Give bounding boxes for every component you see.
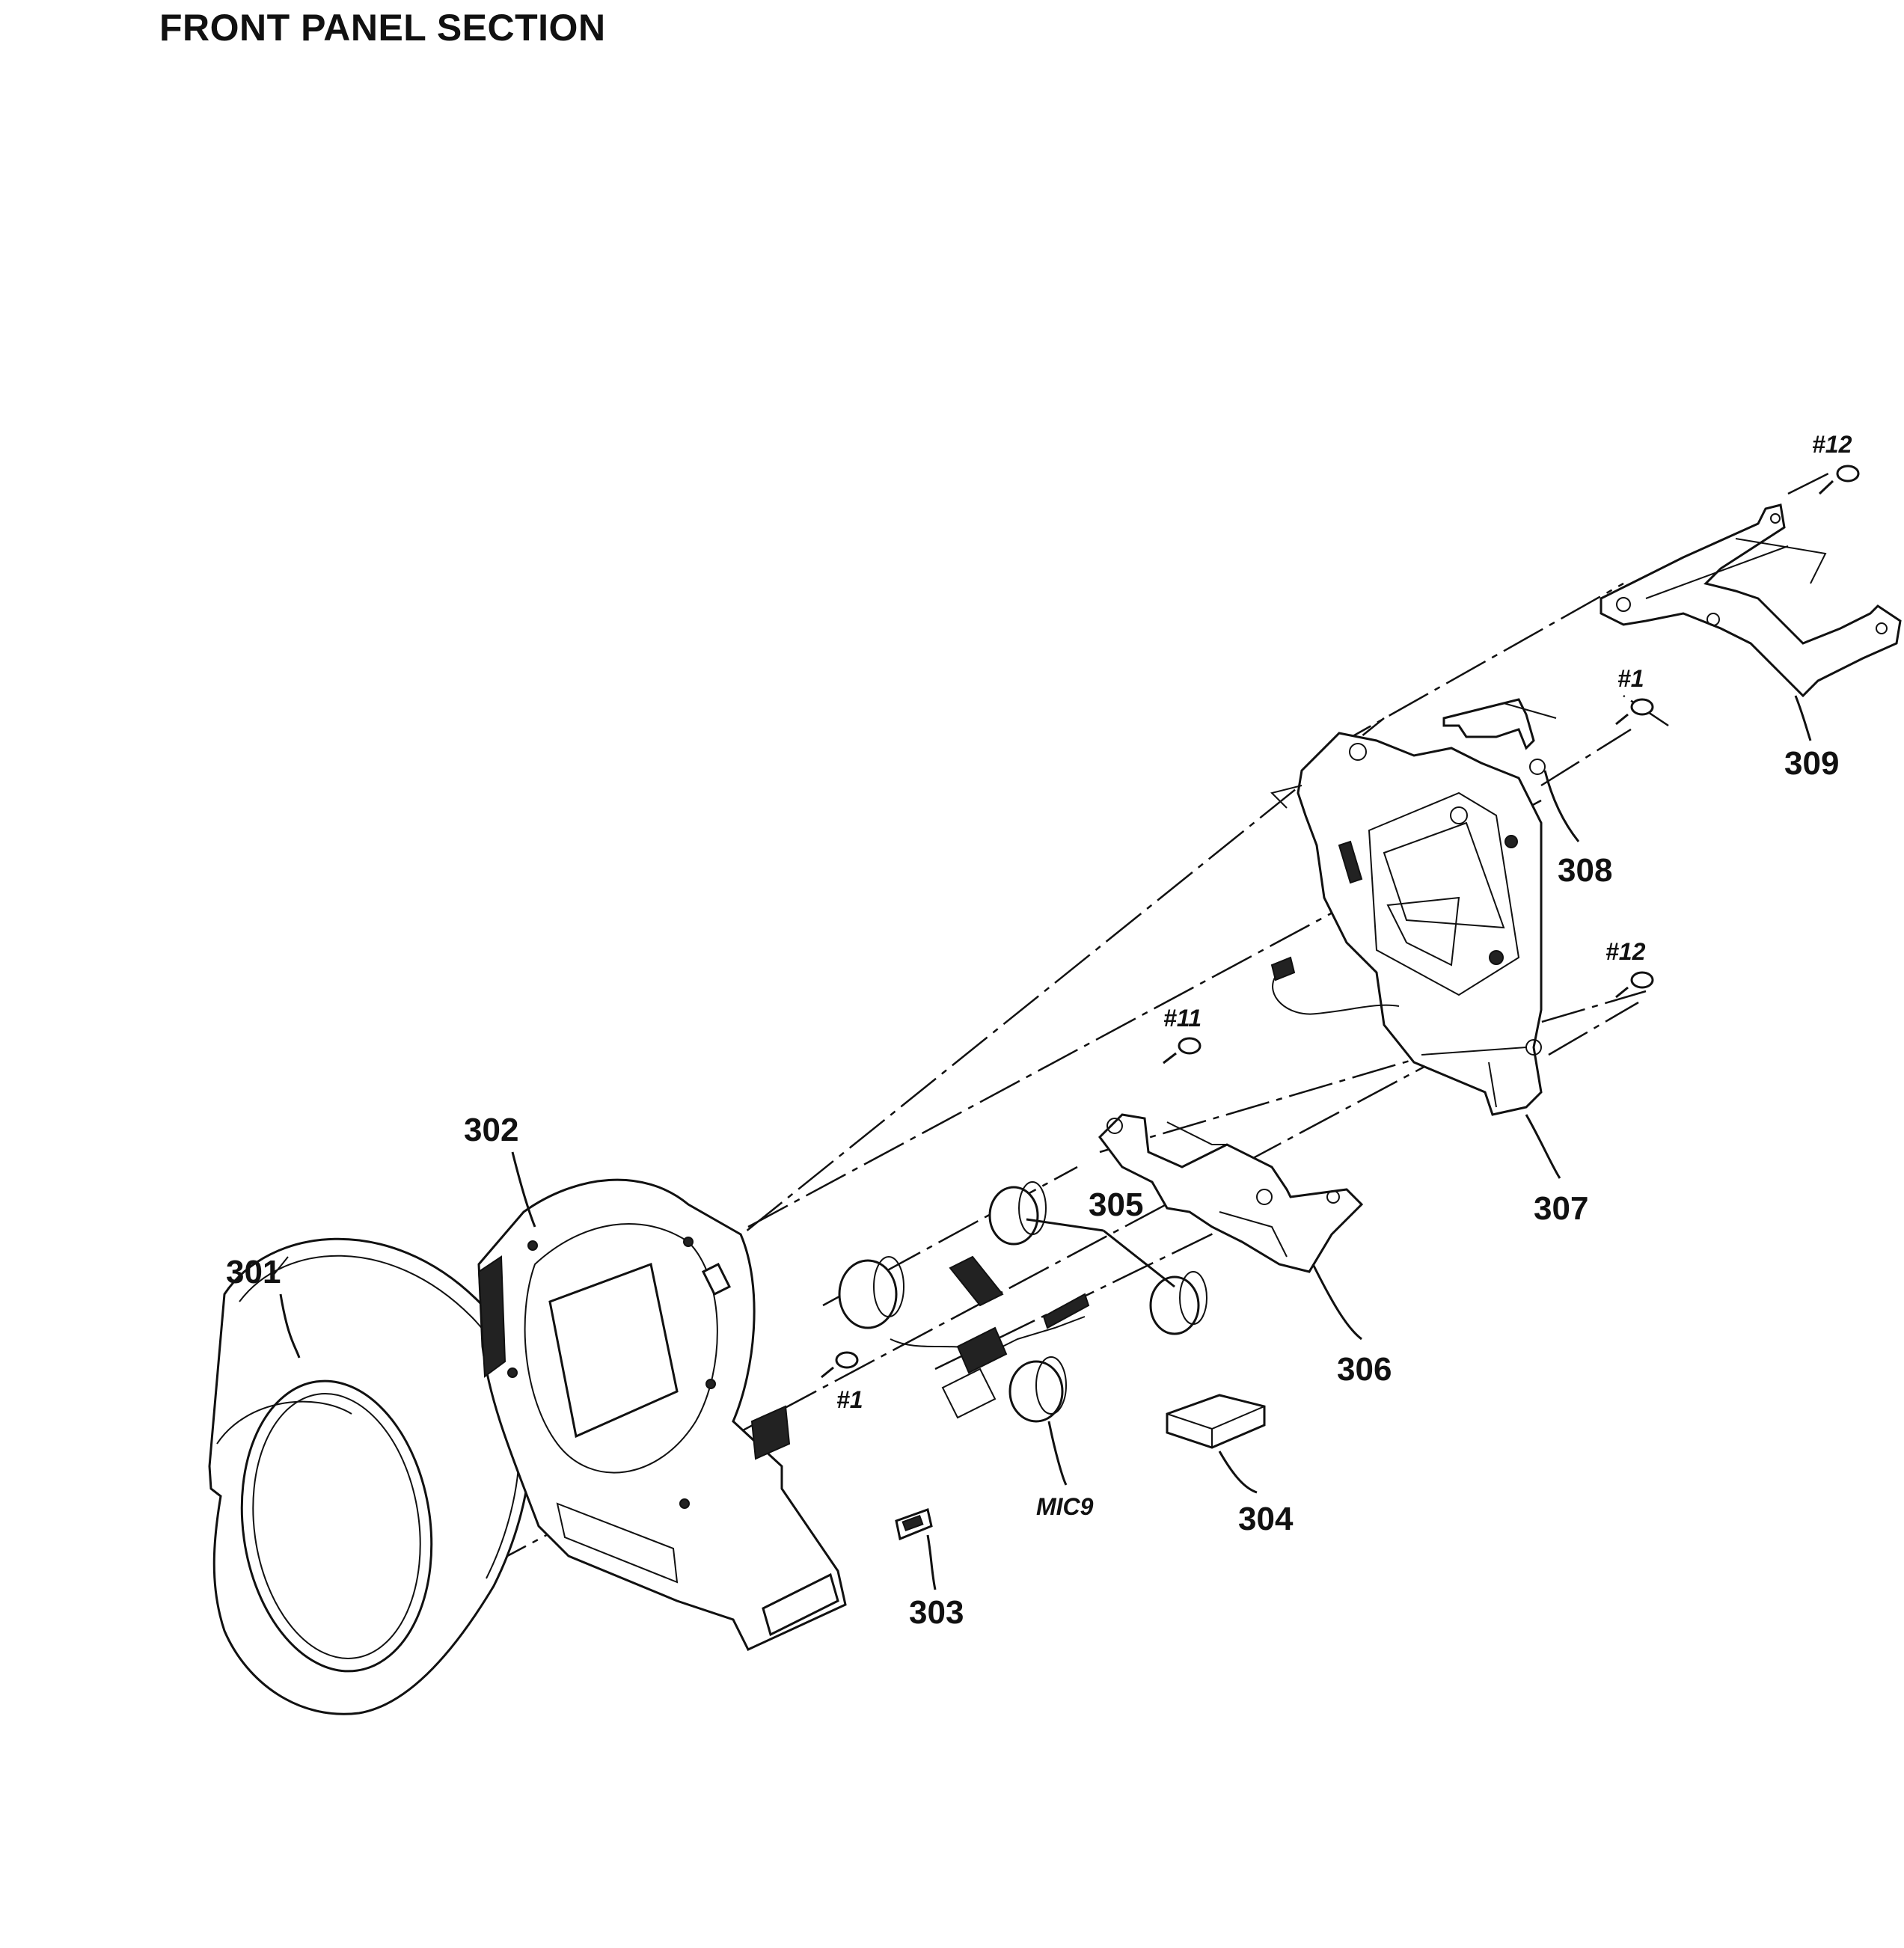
page-title: FRONT PANEL SECTION	[159, 7, 606, 49]
screw-label-12-top: #12	[1812, 431, 1852, 458]
callout-mic9: MIC9	[1036, 1493, 1094, 1520]
callout-302: 302	[464, 1112, 518, 1148]
part-309-top-bracket	[1600, 503, 1902, 698]
callout-307: 307	[1534, 1190, 1588, 1227]
part-306-bracket	[1098, 1113, 1364, 1273]
screw-label-11: #11	[1163, 1005, 1202, 1032]
callout-309: 309	[1784, 745, 1839, 782]
callout-labels: 301 302 303 304 305 306 307 308 309 MIC9…	[226, 431, 1852, 1631]
part-303-small-switch	[895, 1508, 933, 1541]
part-302-front-frame	[477, 1178, 847, 1651]
part-305-motors	[838, 1181, 1207, 1335]
screw-label-12-mid: #12	[1605, 938, 1646, 965]
callout-304: 304	[1238, 1501, 1294, 1537]
part-304-pad	[1166, 1394, 1266, 1449]
part-mic9-microphone	[890, 1255, 1090, 1423]
screw-12-top	[1818, 465, 1860, 495]
callout-303: 303	[909, 1594, 964, 1631]
screw-1-upper	[1615, 698, 1654, 726]
screw-label-1-upper: #1	[1617, 665, 1644, 692]
callout-301: 301	[226, 1254, 281, 1290]
leader-lines	[279, 695, 1812, 1590]
callout-305: 305	[1089, 1186, 1143, 1223]
callout-308: 308	[1558, 852, 1612, 889]
part-308-small-plate	[1442, 698, 1557, 775]
part-307-lens-block	[1270, 732, 1543, 1116]
screw-12-mid	[1615, 971, 1654, 999]
part-301-lens-cover	[208, 1237, 533, 1715]
screw-1-lower	[821, 1351, 859, 1379]
callout-306: 306	[1337, 1351, 1392, 1388]
screw-11	[1163, 1037, 1202, 1065]
screw-label-1-lower: #1	[836, 1386, 863, 1413]
